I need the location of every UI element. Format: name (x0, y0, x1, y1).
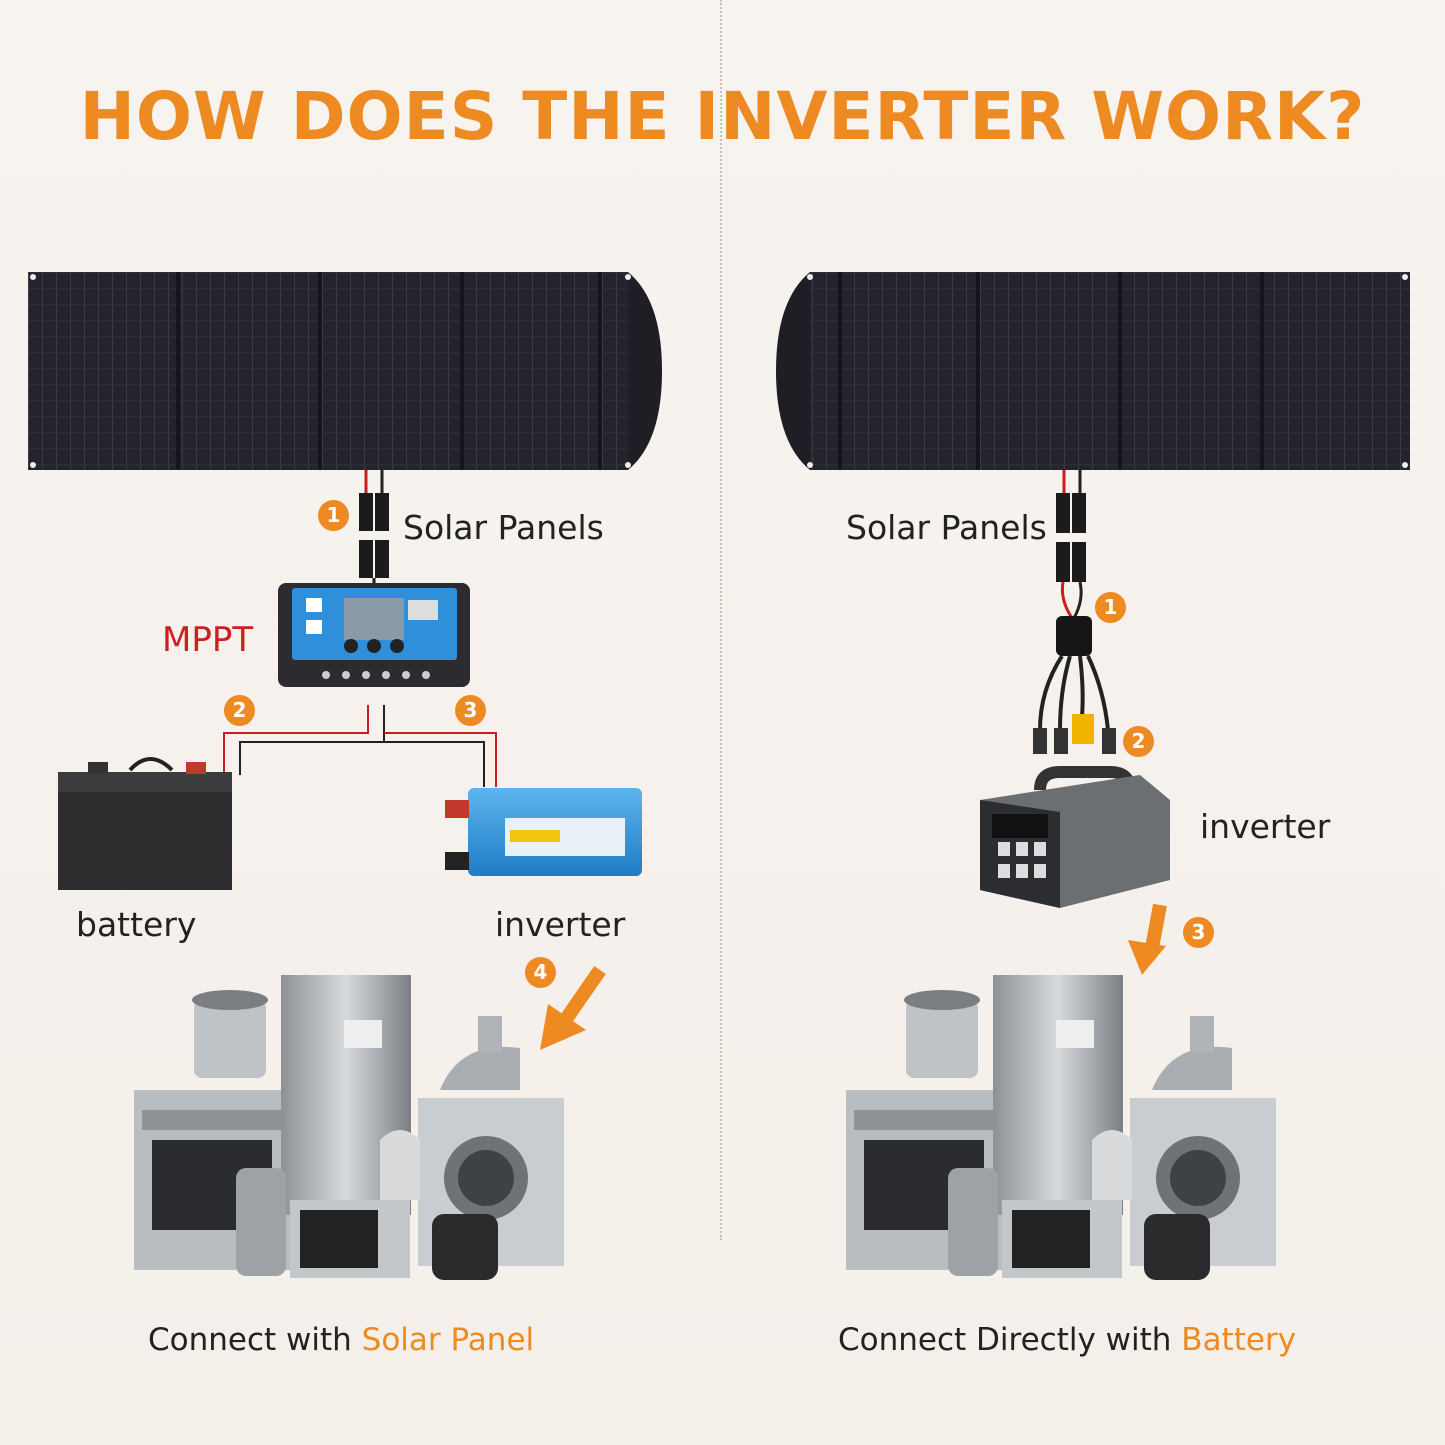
left-caption: Connect with Solar Panel (148, 1322, 534, 1358)
right-caption: Connect Directly with Battery (838, 1322, 1296, 1358)
left-caption-prefix: Connect with (148, 1322, 362, 1358)
right-step-1-badge: 1 (1095, 592, 1126, 623)
left-step-3-badge: 3 (455, 695, 486, 726)
left-solar-panel (28, 272, 662, 470)
mppt-label: MPPT (162, 620, 254, 660)
right-step-3-badge: 3 (1183, 917, 1214, 948)
left-inverter-label: inverter (495, 905, 626, 944)
page-title: HOW DOES THE INVERTER WORK? (79, 78, 1366, 155)
right-appliances (846, 975, 1276, 1280)
left-appliances (134, 975, 564, 1280)
right-caption-prefix: Connect Directly with (838, 1322, 1182, 1358)
left-wiring (223, 705, 497, 787)
left-caption-accent: Solar Panel (361, 1322, 535, 1358)
right-connectors (1033, 470, 1116, 754)
right-arrow-icon (1128, 903, 1167, 975)
right-solar-panels-label: Solar Panels (846, 508, 1047, 547)
left-step-1-badge: 1 (318, 500, 349, 531)
right-inverter-label: inverter (1200, 807, 1331, 846)
left-connectors (359, 470, 389, 588)
left-solar-panels-label: Solar Panels (403, 508, 604, 547)
blue-inverter-illustration (445, 788, 642, 876)
left-arrow-icon (540, 966, 606, 1050)
left-step-2-badge: 2 (224, 695, 255, 726)
center-divider (720, 0, 722, 1240)
right-caption-accent: Battery (1181, 1322, 1297, 1358)
right-step-2-badge: 2 (1123, 726, 1154, 757)
power-station-illustration (980, 766, 1170, 908)
left-step-4-badge: 4 (525, 957, 556, 988)
charge-controller (278, 583, 470, 687)
right-solar-panel (776, 272, 1410, 470)
battery-label: battery (76, 905, 197, 944)
battery-illustration (58, 757, 232, 890)
